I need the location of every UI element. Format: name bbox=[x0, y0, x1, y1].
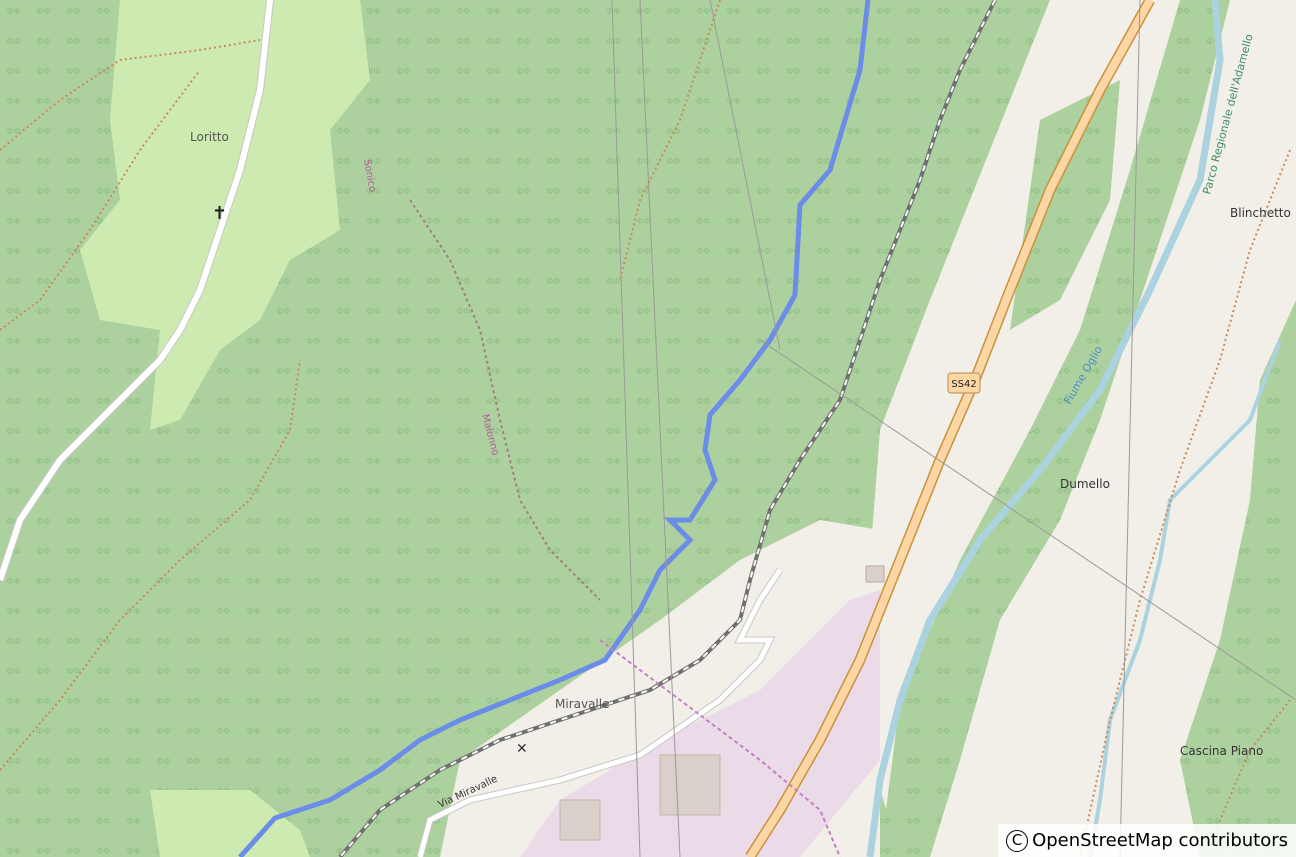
place-label-miravalle[interactable]: Miravalle bbox=[555, 697, 609, 711]
footpath[interactable] bbox=[0, 69, 201, 331]
road-shield-label: SS42 bbox=[951, 379, 976, 390]
power-line bbox=[1119, 0, 1141, 857]
footpath[interactable] bbox=[619, 0, 721, 281]
power-line bbox=[759, 339, 1296, 701]
place-label-dumello[interactable]: Dumello bbox=[1060, 477, 1110, 491]
river-oglio bbox=[866, 0, 1224, 857]
boundary-line bbox=[409, 199, 601, 601]
via-miravalle[interactable] bbox=[417, 568, 783, 857]
riverside-forest bbox=[880, 0, 1230, 857]
footpath[interactable] bbox=[0, 39, 261, 151]
road-ss42[interactable] bbox=[746, 0, 1154, 857]
building-icon bbox=[865, 565, 885, 583]
power-line bbox=[611, 0, 641, 857]
railway[interactable] bbox=[339, 0, 996, 857]
place-label-blinchetto[interactable]: Blinchetto bbox=[1230, 206, 1291, 220]
attribution-bar[interactable]: C OpenStreetMap contributors bbox=[998, 824, 1296, 857]
building-icon bbox=[559, 799, 601, 841]
attribution-text[interactable]: OpenStreetMap contributors bbox=[1032, 830, 1288, 851]
cross-icon: ✝ bbox=[212, 203, 227, 224]
admin-boundary bbox=[599, 639, 841, 857]
power-line bbox=[639, 0, 681, 857]
road-loritto[interactable] bbox=[0, 0, 273, 581]
place-label-cascina-piano[interactable]: Cascina Piano bbox=[1180, 744, 1263, 758]
level-crossing-icon: ✕ bbox=[516, 741, 528, 757]
river-branch bbox=[1088, 339, 1282, 857]
copyright-icon: C bbox=[1006, 829, 1029, 852]
building-icon bbox=[659, 754, 721, 816]
power-line bbox=[709, 0, 781, 351]
road-shield-ss42 bbox=[947, 372, 981, 394]
meadow-area-south bbox=[150, 790, 310, 857]
east-forest bbox=[1180, 300, 1296, 857]
forest-patch bbox=[1010, 80, 1120, 330]
cycle-route[interactable] bbox=[238, 0, 871, 857]
place-label-loritto[interactable]: Loritto bbox=[190, 130, 229, 144]
